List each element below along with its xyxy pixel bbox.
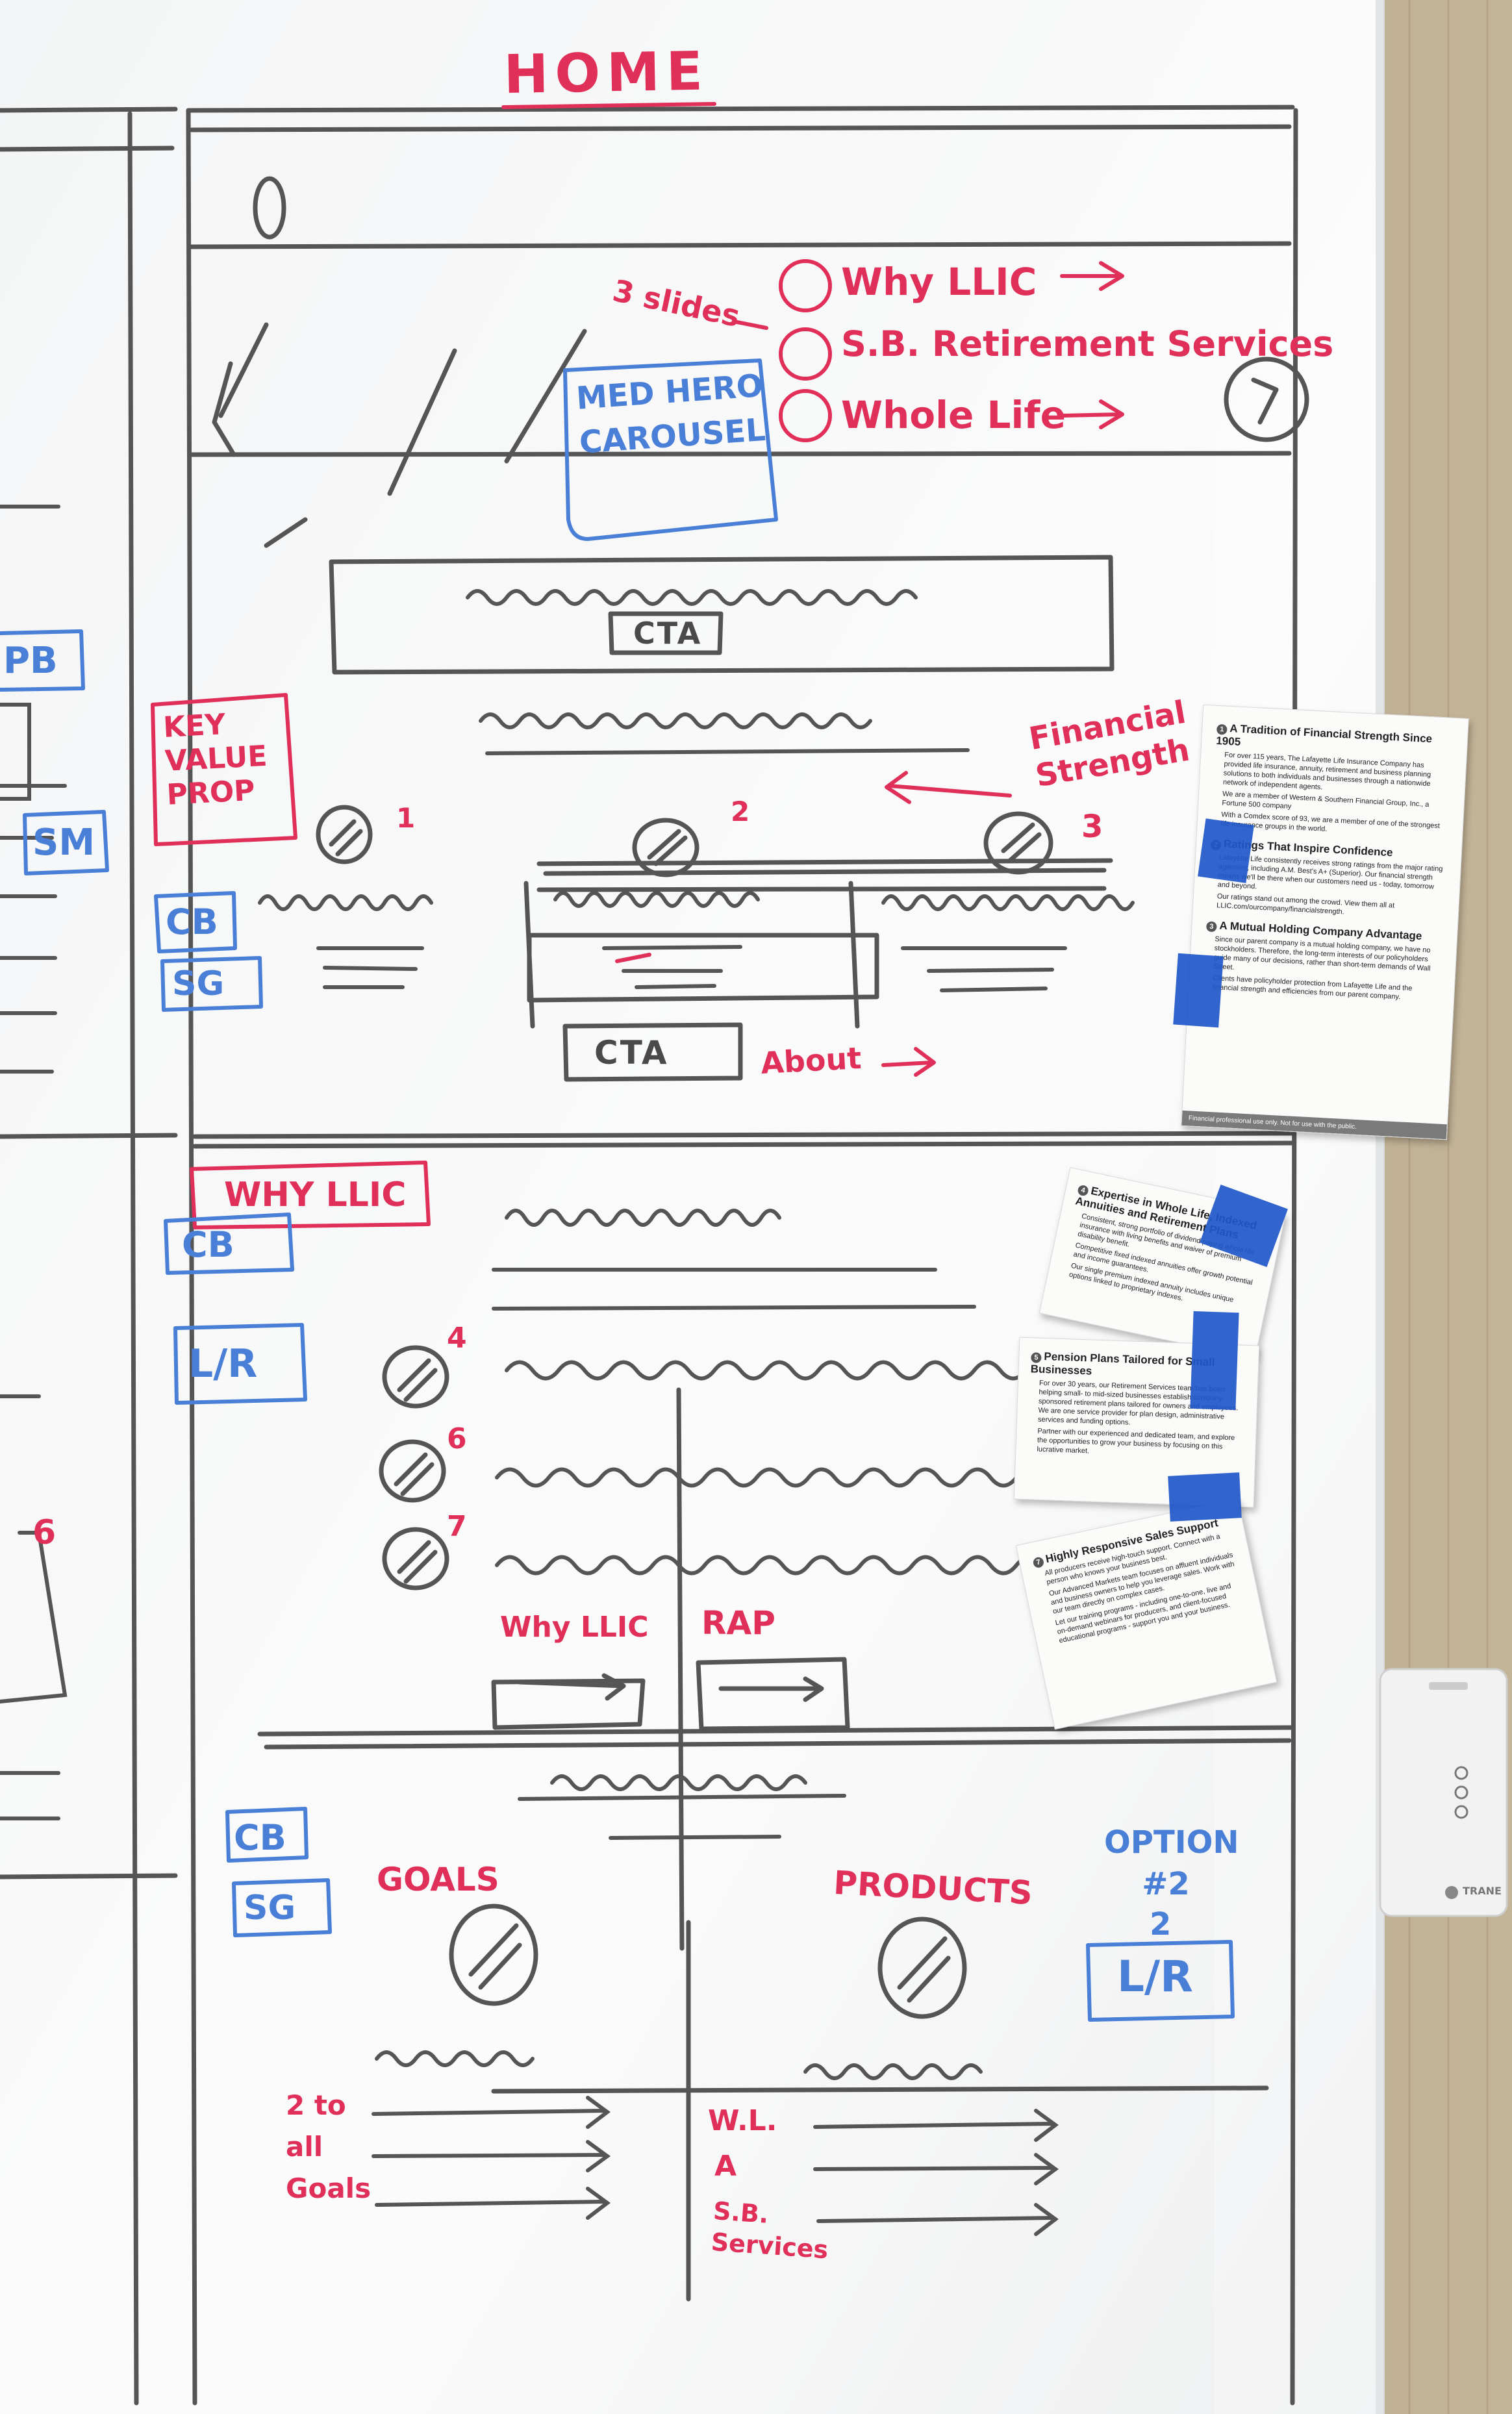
left-tag-cb-2: CB [182, 1224, 234, 1265]
product-item-sb: S.B. Services [710, 2196, 829, 2265]
hero-cta-label: CTA [633, 616, 703, 651]
hero-slide-3-label: Whole Life [841, 393, 1066, 437]
tape-strip-1 [1198, 818, 1254, 883]
kvp-number-3: 3 [1081, 809, 1103, 845]
left-tag-lr: L/R [188, 1341, 258, 1387]
why-number-6: 6 [447, 1422, 467, 1455]
left-tag-cb-3: CB [234, 1817, 286, 1858]
hero-carousel-label: MED HERO CAROUSEL [575, 367, 767, 461]
about-note: About [760, 1040, 863, 1081]
left-tag-sg-1: SG [172, 964, 225, 1003]
goals-note: 2 to all Goals [286, 2089, 372, 2204]
left-tag-sm: SM [32, 822, 95, 864]
rap-button-label: RAP [701, 1604, 775, 1642]
page-title: HOME [503, 40, 710, 106]
hero-slide-1-label: Why LLIC [841, 260, 1037, 304]
kvp-number-1: 1 [396, 802, 416, 834]
why-llic-label: WHY LLIC [224, 1176, 407, 1214]
tape-strip-4 [1190, 1311, 1239, 1411]
left-number-6: 6 [32, 1513, 57, 1552]
thermostat-icon [1379, 1668, 1508, 1917]
option-note: OPTION #2 [1104, 1824, 1239, 1902]
why-number-7: 7 [447, 1510, 467, 1543]
left-tag-cb-1: CB [166, 901, 218, 942]
product-item-a: A [714, 2150, 737, 2183]
key-value-prop-label: KEY VALUE PROP [162, 707, 268, 812]
hero-slide-2-label: S.B. Retirement Services [841, 323, 1334, 364]
tape-strip-2 [1173, 953, 1224, 1028]
option-tag-lr: L/R [1117, 1952, 1193, 2002]
left-tag-sg-2: SG [244, 1889, 296, 1928]
left-tag-pb: PB [3, 640, 58, 682]
kvp-cta-label: CTA [594, 1034, 669, 1072]
product-item-wl: W.L. [708, 2104, 777, 2137]
kvp-number-2: 2 [731, 796, 750, 827]
why-number-4: 4 [447, 1322, 467, 1355]
goals-label: GOALS [377, 1861, 499, 1898]
option-number: 2 [1150, 1906, 1172, 1943]
why-llic-button-label: Why LLIC [500, 1611, 649, 1644]
tape-strip-5 [1168, 1472, 1242, 1522]
thermostat-brand: TRANE [1463, 1885, 1502, 1897]
